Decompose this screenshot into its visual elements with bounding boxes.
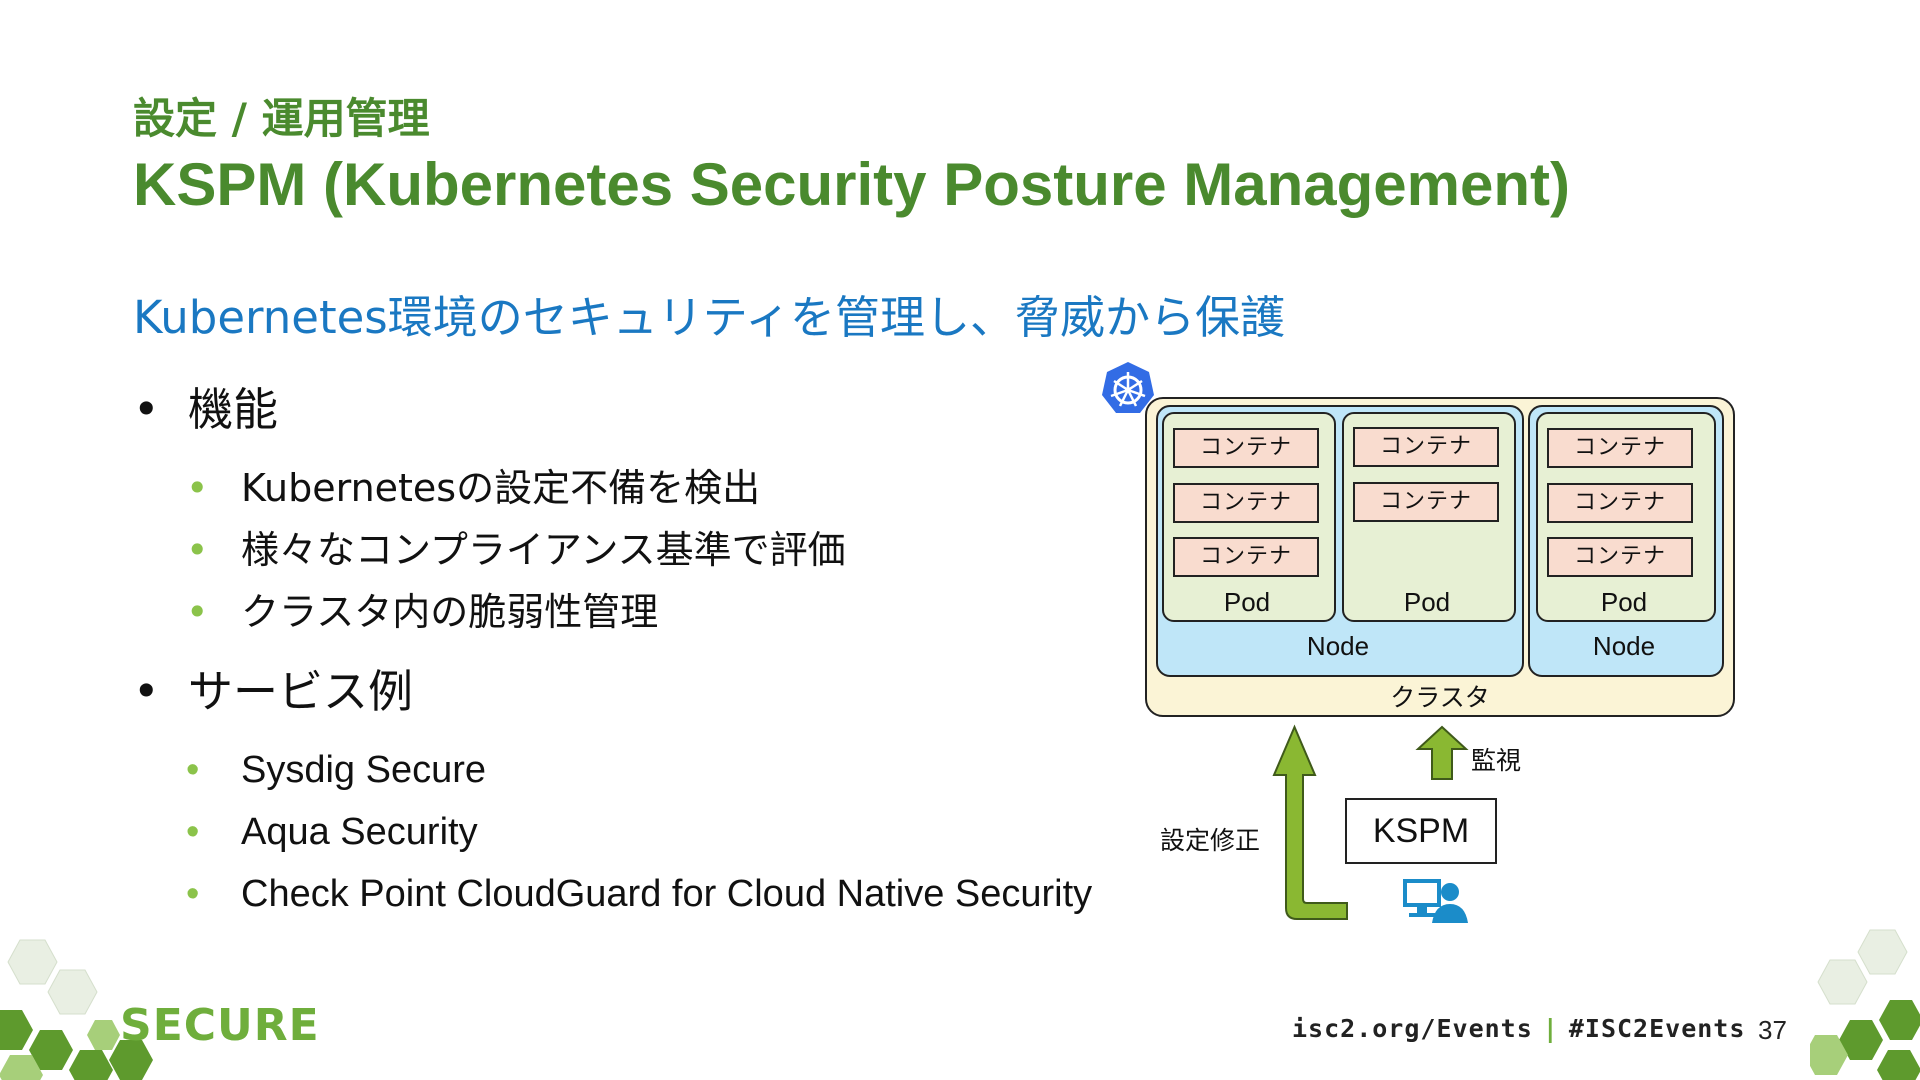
node-label: Node — [1306, 631, 1370, 661]
sub-bullet-text: Sysdig Secure — [241, 749, 487, 791]
pod-label: Pod — [1403, 587, 1451, 617]
kspm-architecture-diagram: コンテナ コンテナ コンテナ コンテナ コンテナ コンテナ コンテナ コンテナ … — [1090, 355, 1750, 935]
container-box: コンテナ — [1353, 482, 1499, 522]
container-box: コンテナ — [1547, 428, 1693, 468]
sub-bullet-text: Aqua Security — [241, 811, 478, 853]
kspm-box: KSPM — [1345, 798, 1497, 864]
sub-bullet: •Sysdig Secure — [186, 749, 487, 791]
secure-logo: SECURE — [120, 1000, 320, 1051]
bullet-service-examples: •サービス例 — [133, 665, 414, 718]
monitor-arrow-icon — [1415, 725, 1469, 780]
sub-bullet-text: クラスタ内の脆弱性管理 — [241, 590, 659, 634]
container-box: コンテナ — [1353, 427, 1499, 467]
admin-user-icon — [1403, 879, 1468, 923]
kubernetes-logo-icon — [1102, 362, 1154, 413]
monitor-label: 監視 — [1471, 746, 1522, 775]
hashtag: #ISC2Events — [1568, 1014, 1746, 1043]
sub-bullet-text: Check Point CloudGuard for Cloud Native … — [241, 873, 1093, 915]
cluster-label: クラスタ — [1390, 683, 1490, 712]
footer-links: isc2.org/Events | #ISC2Events — [1292, 1014, 1745, 1043]
pod-label: Pod — [1223, 587, 1271, 617]
bullet-features: •機能 — [133, 383, 279, 436]
sub-bullet: •様々なコンプライアンス基準で評価 — [186, 528, 846, 572]
hexagon-decoration-right — [1810, 929, 1920, 1080]
sub-bullet: •Kubernetesの設定不備を検出 — [186, 466, 761, 510]
container-box: コンテナ — [1173, 483, 1319, 523]
sub-bullet-text: Kubernetesの設定不備を検出 — [241, 466, 761, 510]
pod-label: Pod — [1600, 587, 1648, 617]
hexagon-decoration-left — [0, 939, 153, 1080]
container-box: コンテナ — [1547, 537, 1693, 577]
container-box: コンテナ — [1173, 428, 1319, 468]
slide-title: KSPM (Kubernetes Security Posture Manage… — [133, 151, 1570, 218]
bullet-label: サービス例 — [188, 665, 414, 718]
container-box: コンテナ — [1173, 537, 1319, 577]
slide-subtitle: 設定 / 運用管理 — [133, 94, 430, 143]
events-link[interactable]: isc2.org/Events — [1292, 1014, 1533, 1043]
container-box: コンテナ — [1547, 483, 1693, 523]
footer-separator: | — [1542, 1014, 1559, 1043]
sub-bullet-text: 様々なコンプライアンス基準で評価 — [241, 528, 846, 572]
node-label: Node — [1592, 631, 1656, 661]
sub-bullet: •Aqua Security — [186, 811, 478, 853]
sub-bullet: •クラスタ内の脆弱性管理 — [186, 590, 659, 634]
page-number: 37 — [1758, 1015, 1787, 1045]
remediation-label: 設定修正 — [1160, 826, 1261, 855]
lead-statement: Kubernetes環境のセキュリティを管理し、脅威から保護 — [133, 291, 1286, 344]
sub-bullet: •Check Point CloudGuard for Cloud Native… — [186, 873, 1093, 915]
remediation-arrow-icon — [1272, 724, 1348, 920]
bullet-label: 機能 — [188, 383, 279, 436]
